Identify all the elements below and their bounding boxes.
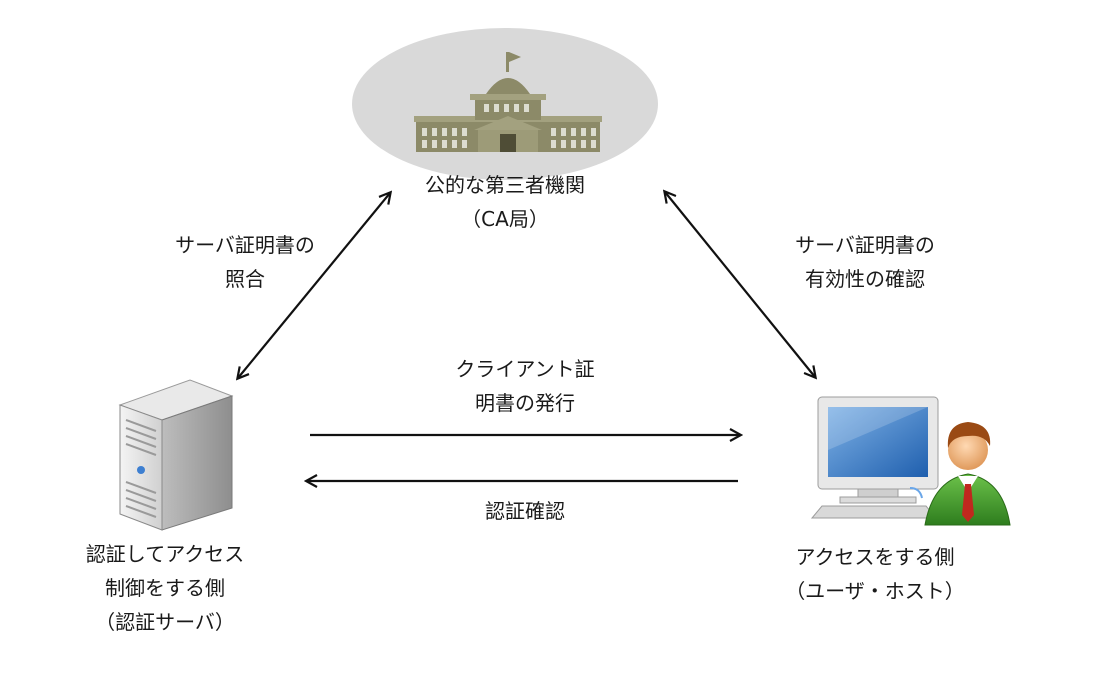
server-ca-edge-label: サーバ証明書の 照合: [150, 228, 340, 296]
issue-edge-label-line1: クライアント証: [455, 357, 595, 381]
ca-label: 公的な第三者機関 （CA局）: [395, 168, 615, 236]
ca-label-line2: （CA局）: [461, 207, 549, 231]
server-ca-double-arrow: [238, 193, 390, 378]
server-label-line1: 認証してアクセス: [85, 542, 245, 566]
server-ca-edge-label-line2: 照合: [225, 267, 265, 291]
client-ca-edge-label: サーバ証明書の 有効性の確認: [770, 228, 960, 296]
server-ca-edge-label-line1: サーバ証明書の: [175, 233, 315, 257]
auth-confirm-edge-label: 認証確認: [485, 499, 565, 523]
server-tower-icon: [118, 379, 234, 531]
client-label-line2: （ユーザ・ホスト）: [785, 579, 965, 603]
server-label: 認証してアクセス 制御をする側 （認証サーバ）: [55, 537, 275, 639]
user-computer-icon: [810, 396, 1011, 526]
client-label: アクセスをする側 （ユーザ・ホスト）: [760, 540, 990, 608]
issue-edge-label: クライアント証 明書の発行: [430, 352, 620, 420]
server-label-line2: 制御をする側: [105, 576, 225, 600]
issue-edge-label-line2: 明書の発行: [475, 391, 575, 415]
client-label-line1: アクセスをする側: [795, 545, 955, 569]
server-label-line3: （認証サーバ）: [95, 610, 235, 634]
client-ca-edge-label-line2: 有効性の確認: [805, 267, 925, 291]
government-building-icon: [414, 52, 602, 152]
client-ca-double-arrow: [665, 192, 815, 377]
client-ca-edge-label-line1: サーバ証明書の: [795, 233, 935, 257]
ca-label-line1: 公的な第三者機関: [425, 173, 585, 197]
